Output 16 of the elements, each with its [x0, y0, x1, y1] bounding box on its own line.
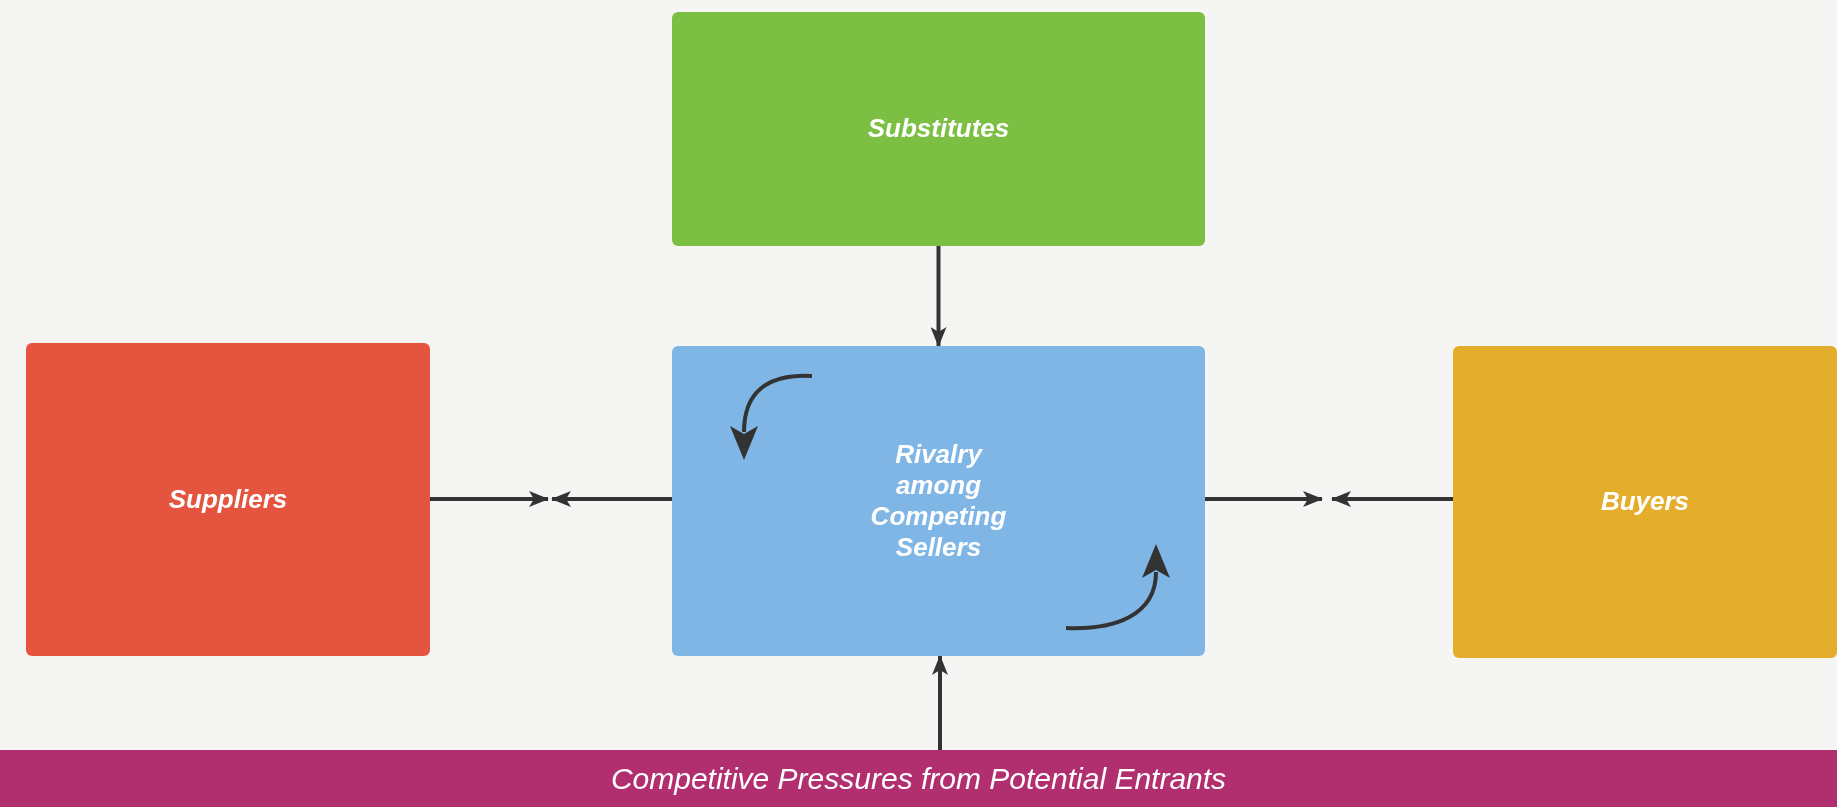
- entrants-band: [0, 750, 1837, 807]
- force-box: [1453, 346, 1837, 658]
- arrow: [932, 655, 948, 750]
- band-title: Competitive Pressures from Potential Entrants: [610, 760, 1227, 797]
- box-title: Rivalry among Competing Sellers: [869, 438, 1008, 564]
- arrow: [1331, 491, 1453, 507]
- force-box: [672, 12, 1205, 246]
- box-title: Buyers: [1600, 486, 1690, 518]
- box-title: Suppliers: [168, 483, 288, 516]
- arrow: [430, 491, 549, 507]
- arrow: [1205, 491, 1323, 507]
- box-title: Substitutes: [867, 113, 1010, 145]
- center-box: [672, 346, 1205, 656]
- force-box: [26, 343, 430, 656]
- arrow: [930, 246, 947, 347]
- arrow: [551, 491, 672, 507]
